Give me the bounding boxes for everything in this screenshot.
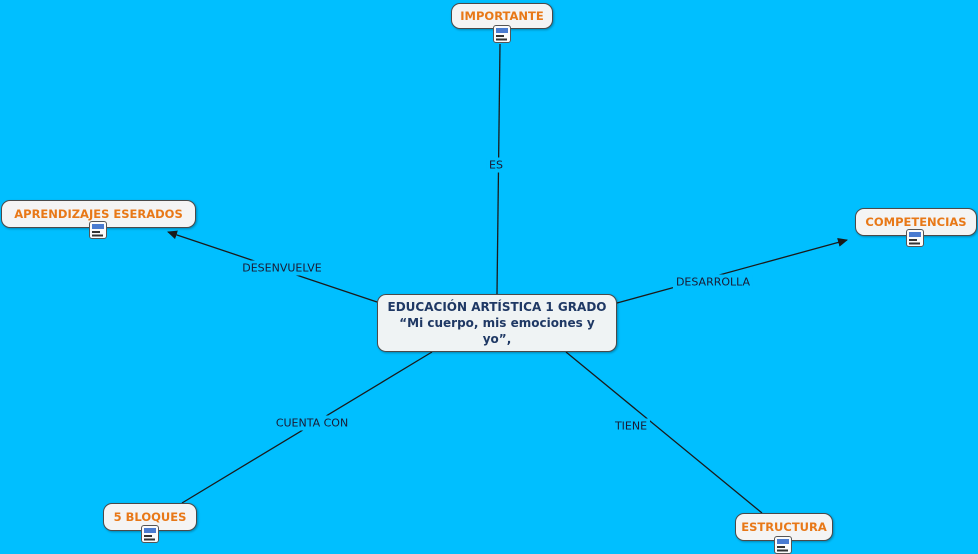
link-label-desarrolla[interactable]: DESARROLLA xyxy=(672,274,754,290)
concept-label: ESTRUCTURA xyxy=(741,520,827,534)
resource-group-icon[interactable] xyxy=(493,25,511,43)
central-title-line1: EDUCACIÓN ARTÍSTICA 1 GRADO xyxy=(387,300,607,314)
concept-label: APRENDIZAJES ESERADOS xyxy=(14,207,183,221)
central-title-line2: “Mi cuerpo, mis emociones y xyxy=(399,316,595,330)
resource-group-icon[interactable] xyxy=(141,525,159,543)
concept-node-central[interactable]: EDUCACIÓN ARTÍSTICA 1 GRADO “Mi cuerpo, … xyxy=(377,294,617,352)
concept-label: 5 BLOQUES xyxy=(113,510,187,524)
concept-node-importante[interactable]: IMPORTANTE xyxy=(451,3,553,29)
resource-group-icon[interactable] xyxy=(89,221,107,239)
link-label-es[interactable]: ES xyxy=(486,157,506,173)
link-line-tiene xyxy=(565,351,763,514)
central-title-line3: yo”, xyxy=(482,332,512,346)
concept-label: IMPORTANTE xyxy=(460,9,544,23)
link-label-desenvuelve[interactable]: DESENVUELVE xyxy=(239,260,325,276)
resource-group-icon[interactable] xyxy=(774,536,792,554)
concept-label: COMPETENCIAS xyxy=(865,215,967,229)
resource-group-icon[interactable] xyxy=(906,229,924,247)
link-line-desarrolla xyxy=(616,238,848,304)
link-label-cuenta-con[interactable]: CUENTA CON xyxy=(272,415,352,431)
link-label-tiene[interactable]: TIENE xyxy=(611,418,651,434)
